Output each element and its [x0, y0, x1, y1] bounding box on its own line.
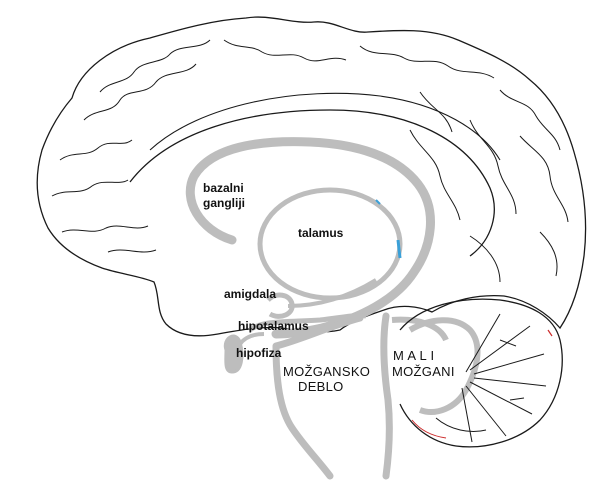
label-talamus: talamus — [298, 226, 344, 240]
label-hipotalamus: hipotalamus — [238, 319, 309, 333]
talamus-outline — [257, 187, 403, 301]
label-bazalni: bazalni — [203, 181, 244, 195]
label-gangliji: gangliji — [203, 196, 245, 210]
cerebellum-outline — [399, 298, 563, 448]
pituitary-stalk — [238, 332, 265, 346]
hipofiza-shape — [223, 334, 244, 374]
cortex-gyri — [51, 39, 569, 283]
arbor-vitae — [435, 313, 547, 443]
cerebellum-inner — [408, 317, 481, 415]
cortex-outline — [36, 16, 587, 337]
accent-red-mark-2 — [547, 329, 553, 337]
label-amigdala: amigdala — [224, 287, 277, 301]
label-hipofiza: hipofiza — [236, 346, 282, 360]
accent-red-mark — [411, 419, 447, 439]
accent-blue-mark-2 — [375, 199, 381, 205]
hipotalamus-outline — [248, 313, 367, 333]
label-mozgansko: MOŽGANSKO — [283, 364, 371, 379]
accent-blue-mark — [396, 239, 402, 259]
cingulate-line — [149, 92, 501, 161]
label-mozgani: MOŽGANI — [392, 364, 455, 379]
label-deblo: DEBLO — [298, 379, 344, 394]
corpus-callosum-line — [129, 109, 495, 257]
brainstem-outline — [272, 312, 393, 480]
fornix-curve — [287, 278, 378, 308]
label-mali: M A L I — [393, 348, 435, 363]
